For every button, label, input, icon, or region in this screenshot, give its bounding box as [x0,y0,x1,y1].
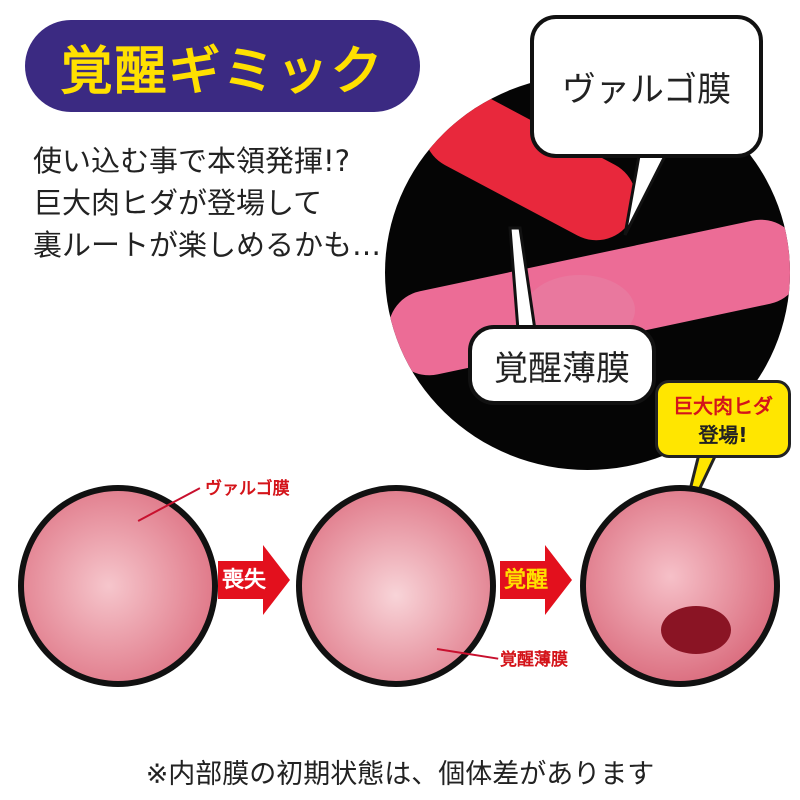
arrow-icon [218,545,290,615]
arrow-label-awaken: 覚醒 [504,568,549,593]
stage-1-image [18,485,218,687]
highlight-callout: 巨大肉ヒダ 登場! [655,380,791,458]
callout-top-tail [623,148,671,236]
callout-kakusei: 覚醒薄膜 [468,325,656,405]
label-kakusei: 覚醒薄膜 [500,650,568,670]
title-banner: 覚醒ギミック [25,20,420,112]
label-varugo: ヴァルゴ膜 [205,479,290,499]
intro-line-2: 巨大肉ヒダが登場して [33,186,323,220]
footnote: ※内部膜の初期状態は、個体差があります [145,759,655,790]
callout-kakusei-text: 覚醒薄膜 [494,348,630,389]
highlight-line-1: 巨大肉ヒダ [673,394,773,418]
highlight-line-2: 登場! [698,423,748,447]
callout-bottom-tail [508,226,537,332]
title-text: 覚醒ギミック [60,41,385,102]
callout-varugo: ヴァルゴ膜 [530,15,763,158]
stage-3-image [580,485,780,687]
arrow-icon [500,545,572,615]
arrow-label-loss: 喪失 [222,568,267,593]
stage-2-image [296,485,496,687]
intro-line-1: 使い込む事で本領発揮!? [33,144,351,178]
callout-varugo-text: ヴァルゴ膜 [561,70,732,110]
opening [661,606,731,654]
intro-line-3: 裏ルートが楽しめるかも… [33,228,382,262]
